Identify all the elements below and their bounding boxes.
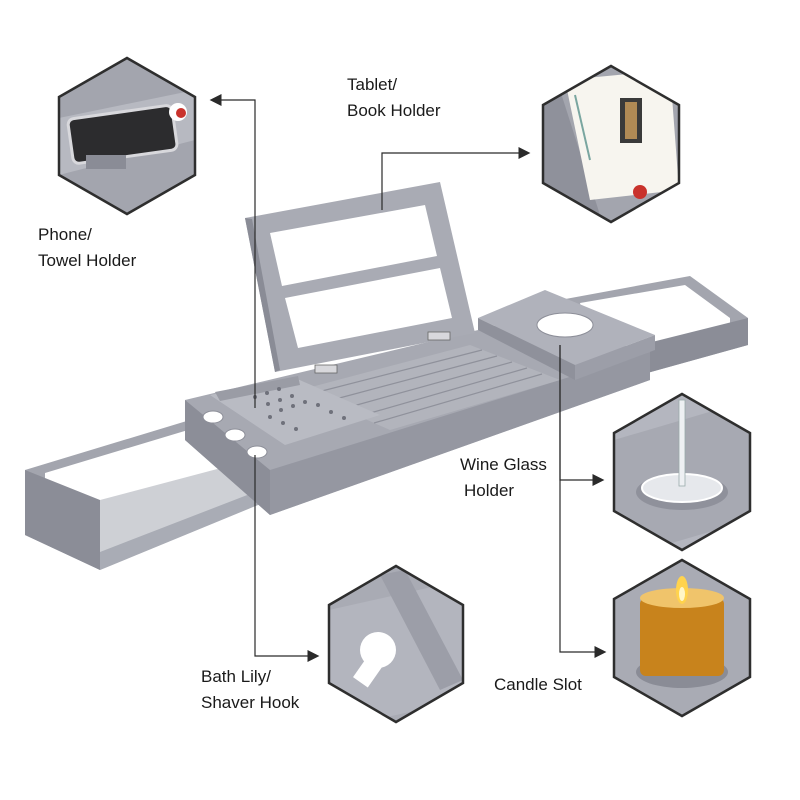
label-phone-towel-holder: Phone/ Towel Holder — [38, 222, 136, 274]
hex-lily-detail — [327, 564, 465, 724]
bath-tray — [25, 182, 748, 570]
hex-tablet-detail — [541, 64, 681, 224]
drain-holes — [253, 387, 346, 431]
label-tablet-book-holder: Tablet/ Book Holder — [347, 72, 441, 124]
hook-slots — [202, 410, 268, 459]
label-phone-line1: Phone/ — [38, 225, 92, 244]
label-phone-line2: Towel Holder — [38, 251, 137, 270]
wine-glass-slot — [536, 312, 594, 338]
hex-candle-detail — [612, 558, 752, 718]
label-wine-line2: Holder — [464, 481, 515, 500]
label-lily-line1: Bath Lily/ — [201, 667, 271, 686]
label-wine-line1: Wine Glass — [460, 455, 547, 474]
label-lily-line2: Shaver Hook — [201, 693, 300, 712]
label-candle-slot: Candle Slot — [494, 672, 582, 698]
left-compartment — [210, 378, 380, 445]
label-tablet-line1: Tablet/ — [347, 75, 398, 94]
label-tablet-line2: Book Holder — [347, 101, 441, 120]
wine-glass-stem — [678, 399, 686, 487]
label-candle-line1: Candle Slot — [494, 675, 582, 694]
hex-phone-detail — [57, 56, 197, 216]
leader-lines — [209, 94, 607, 662]
label-bath-lily-shaver-hook: Bath Lily/ Shaver Hook — [201, 664, 299, 716]
candle-jar — [640, 598, 724, 676]
label-wine-glass-holder: Wine Glass Holder — [460, 452, 547, 504]
hex-wine-detail — [612, 392, 752, 552]
